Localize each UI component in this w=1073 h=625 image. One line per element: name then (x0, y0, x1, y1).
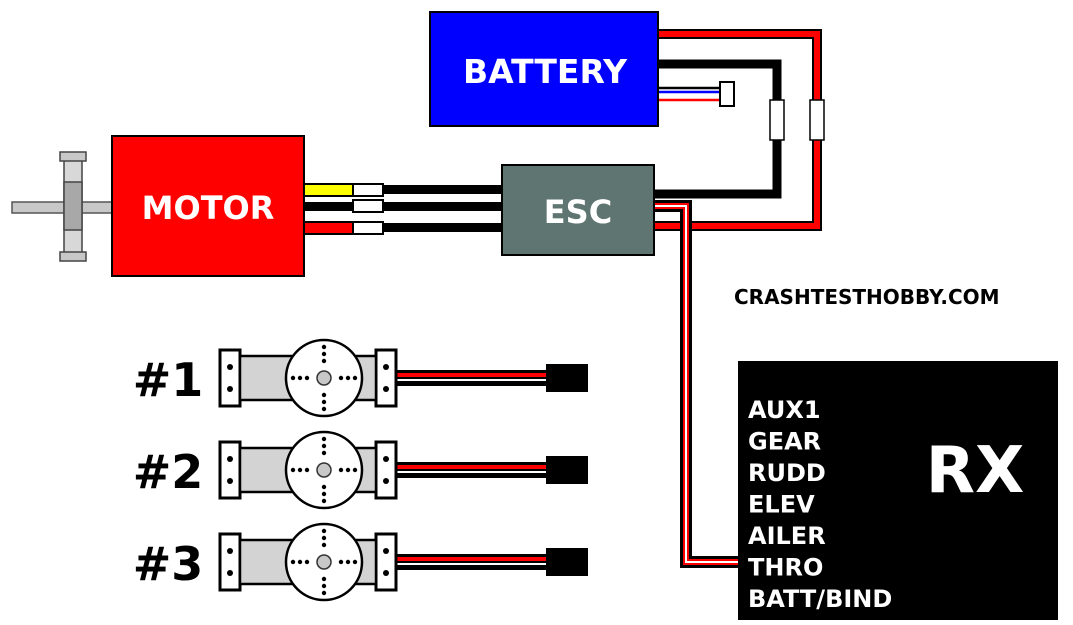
motor-shaft-icon (11, 151, 113, 262)
battery-black-lead (654, 59, 782, 199)
servo-connector (546, 456, 588, 484)
servo-connector (546, 364, 588, 392)
servo-number-label: #3 (133, 537, 204, 591)
servo-2: #2 (133, 430, 588, 510)
battery-connector-red (809, 99, 825, 141)
servo-lead (394, 554, 546, 570)
rx-channel-thro: THRO (748, 554, 823, 582)
rx-channel-ailer: AILER (748, 522, 826, 550)
motor-esc-wires (302, 183, 503, 235)
balance-lead (658, 81, 735, 107)
rx-channel-gear: GEAR (748, 428, 821, 456)
servo-3: #3 (133, 522, 588, 602)
watermark-text: CRASHTESTHOBBY.COM (734, 285, 1000, 309)
battery-block: BATTERY (429, 11, 659, 127)
servo-lead (394, 370, 546, 386)
rx-channel-aux1: AUX1 (748, 396, 821, 424)
servo-1: #1 (133, 338, 588, 418)
motor-label: MOTOR (142, 189, 275, 227)
battery-label: BATTERY (463, 52, 628, 91)
rx-channel-batt-bind: BATT/BIND (748, 585, 892, 613)
rx-channel-rudd: RUDD (748, 459, 826, 487)
servo-number-label: #2 (133, 445, 204, 499)
motor-block: MOTOR (111, 135, 305, 277)
battery-connector-black (769, 99, 785, 141)
balance-connector (719, 81, 735, 107)
rx-label: RX (926, 434, 1025, 508)
servo-connector (546, 548, 588, 576)
esc-signal-lead (654, 200, 742, 568)
esc-label: ESC (544, 193, 612, 231)
servo-number-label: #1 (133, 353, 204, 407)
esc-block: ESC (501, 164, 655, 256)
rx-channel-elev: ELEV (748, 491, 815, 519)
servo-lead (394, 462, 546, 478)
servo-group: #1 #2 #3 (133, 338, 588, 602)
battery-leads (654, 29, 825, 231)
